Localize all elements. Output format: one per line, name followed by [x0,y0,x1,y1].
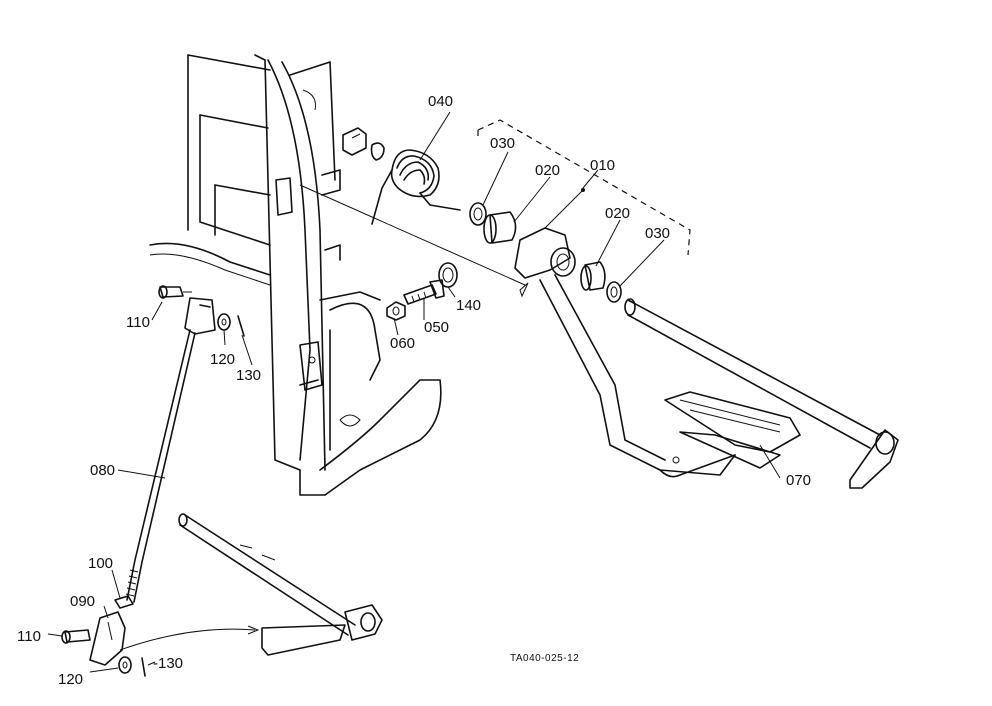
nut-100 [114,595,134,609]
frame-panel [149,54,442,496]
part-label-110-lower: 110 [17,628,41,645]
part-label-020-left: 020 [535,162,560,179]
torsion-spring-040 [371,149,461,225]
clevis-upper [158,285,245,337]
cap-140 [438,262,458,288]
nut-060 [386,301,406,321]
bolt-050 [403,279,445,305]
pedal-shaft [624,298,899,489]
part-labels: 010 020 020 030 030 040 050 060 070 080 … [17,93,811,688]
part-label-030-left: 030 [490,135,515,152]
bracket-dashed-outline [477,119,691,256]
part-label-030-right: 030 [645,225,670,242]
part-label-060: 060 [390,335,415,352]
part-label-070: 070 [786,472,811,489]
part-label-080: 080 [90,462,115,479]
bushing-020-right [580,261,606,291]
bushing-020-left [483,211,517,244]
pedal-pad-070 [664,391,801,469]
drawing-code: TA040-025-12 [510,653,579,664]
part-label-120-lower: 120 [58,671,83,688]
part-label-140: 140 [456,297,481,314]
part-label-100: 100 [88,555,113,572]
rod-080 [125,329,196,603]
part-label-120-upper: 120 [210,351,235,368]
part-label-040: 040 [428,93,453,110]
part-label-010: 010 [590,157,615,174]
part-label-130-lower: -130 [153,655,183,672]
pedal-arm-010 [514,188,736,478]
lower-arm [119,513,383,656]
washer-030-left [469,202,487,226]
washer-030-right [606,281,622,303]
part-label-130-upper: 130 [236,367,261,384]
part-label-020-right: 020 [605,205,630,222]
clevis-lower-090 [61,611,146,677]
part-label-050: 050 [424,319,449,336]
leader-lines [47,111,781,673]
part-label-090: 090 [70,593,95,610]
part-label-110-upper: 110 [126,314,150,331]
axis-line [299,184,529,298]
pivot-nut [342,127,385,161]
